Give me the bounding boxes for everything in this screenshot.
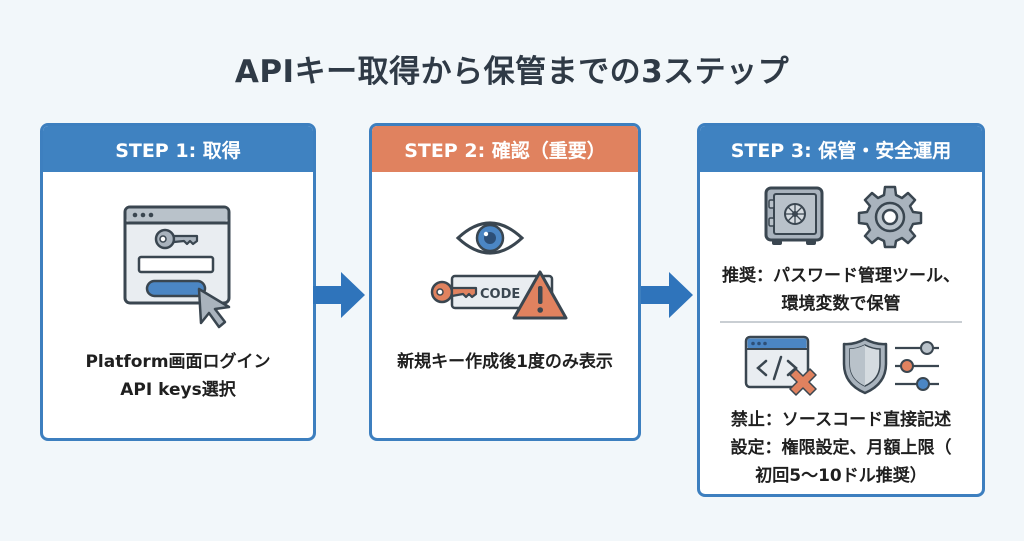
page-title: APIキー取得から保管までの3ステップ [234, 54, 790, 90]
step-3-card: STEP 3: 保管・安全運用 推奨：パスワード管理ツール、 環境変数で保管 [697, 123, 985, 497]
step-2-header: STEP 2: 確認（重要） [372, 126, 638, 172]
safe-icon [762, 184, 828, 254]
sliders-icon [893, 340, 943, 396]
step-3-recommend-line-1: 推奨：パスワード管理ツール、 [722, 266, 960, 286]
gear-icon [857, 184, 923, 254]
step-2-line-1: 新規キー作成後1度のみ表示 [397, 352, 613, 372]
step-3-recommend-line-2: 環境変数で保管 [781, 294, 901, 314]
code-window-x-icon [744, 335, 824, 405]
arrow-right-icon [641, 270, 697, 324]
step-3-settings-line-1: 設定：権限設定、月額上限（ [730, 438, 952, 458]
step-1-header: STEP 1: 取得 [43, 126, 313, 172]
arrow-right-icon [313, 270, 369, 324]
step-3-prohibit-line: 禁止：ソースコード直接記述 [730, 410, 952, 430]
shield-icon [840, 336, 890, 400]
step-1-card: STEP 1: 取得 Platform画面ログイン API keys選択 [40, 123, 316, 441]
code-label: CODE [480, 287, 520, 302]
step-1-line-1: Platform画面ログイン [85, 352, 271, 372]
divider [720, 321, 962, 323]
browser-login-key-icon [121, 201, 241, 335]
step-3-settings-line-2: 初回5〜10ドル推奨） [755, 466, 927, 486]
step-3-header: STEP 3: 保管・安全運用 [700, 126, 982, 172]
step-2-card: STEP 2: 確認（重要） CODE 新規キー作成後1度のみ表示 [369, 123, 641, 441]
eye-code-warning-icon: CODE [430, 214, 590, 338]
step-1-line-2: API keys選択 [120, 380, 236, 400]
